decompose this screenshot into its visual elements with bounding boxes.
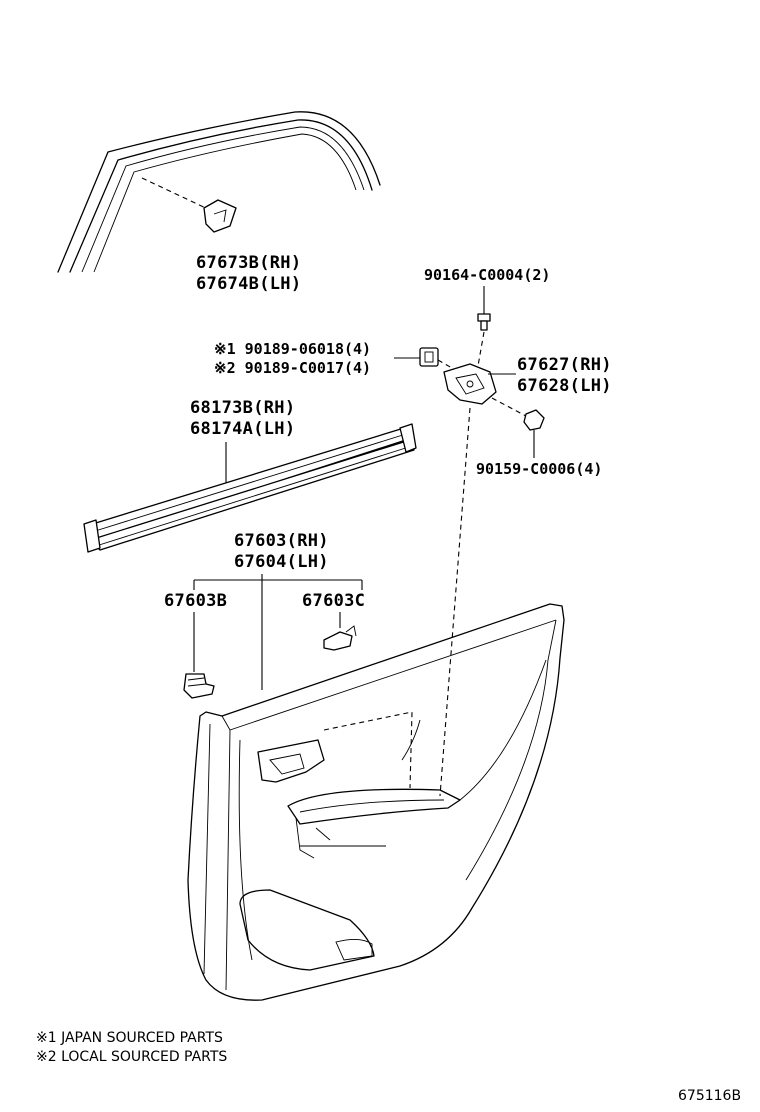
screw-top-part bbox=[477, 313, 491, 331]
clip-note1-label: ※1 90189-06018(4) bbox=[214, 340, 371, 358]
trim-rh-label: 67603(RH) bbox=[234, 531, 329, 551]
weatherstrip-lh-label: 68174A(LH) bbox=[190, 419, 295, 439]
clip-c-part bbox=[323, 625, 357, 651]
bracket-lh-label: 67628(LH) bbox=[517, 376, 612, 396]
screw-top-dashline bbox=[477, 331, 485, 367]
screw-bottom-part bbox=[523, 409, 545, 431]
door-frame-outline bbox=[57, 111, 381, 273]
molding-lh-label: 67674B(LH) bbox=[196, 274, 301, 294]
footnote-japan: ※1 JAPAN SOURCED PARTS bbox=[36, 1030, 223, 1046]
weatherstrip-part bbox=[83, 423, 417, 553]
clip-b-label: 67603B bbox=[164, 591, 227, 611]
assembly-dashlines bbox=[323, 407, 471, 797]
screw-bottom-label: 90159-C0006(4) bbox=[476, 460, 602, 478]
nut-clip-dashline bbox=[437, 359, 453, 369]
nut-clip-part bbox=[419, 347, 439, 367]
figure-id: 675116B bbox=[678, 1088, 741, 1104]
footnote-local: ※2 LOCAL SOURCED PARTS bbox=[36, 1049, 227, 1065]
clip-c-label: 67603C bbox=[302, 591, 365, 611]
trim-leaders bbox=[193, 574, 363, 690]
bracket-rh-label: 67627(RH) bbox=[517, 355, 612, 375]
screw-top-label: 90164-C0004(2) bbox=[424, 266, 550, 284]
clip-b-part bbox=[183, 673, 215, 699]
molding-clip-part bbox=[141, 177, 237, 233]
weatherstrip-rh-label: 68173B(RH) bbox=[190, 398, 295, 418]
door-trim-panel bbox=[187, 603, 565, 1001]
clip-note2-label: ※2 90189-C0017(4) bbox=[214, 359, 371, 377]
screw-bottom-dashline bbox=[491, 397, 527, 417]
bracket-part bbox=[443, 363, 497, 405]
trim-lh-label: 67604(LH) bbox=[234, 552, 329, 572]
molding-rh-label: 67673B(RH) bbox=[196, 253, 301, 273]
